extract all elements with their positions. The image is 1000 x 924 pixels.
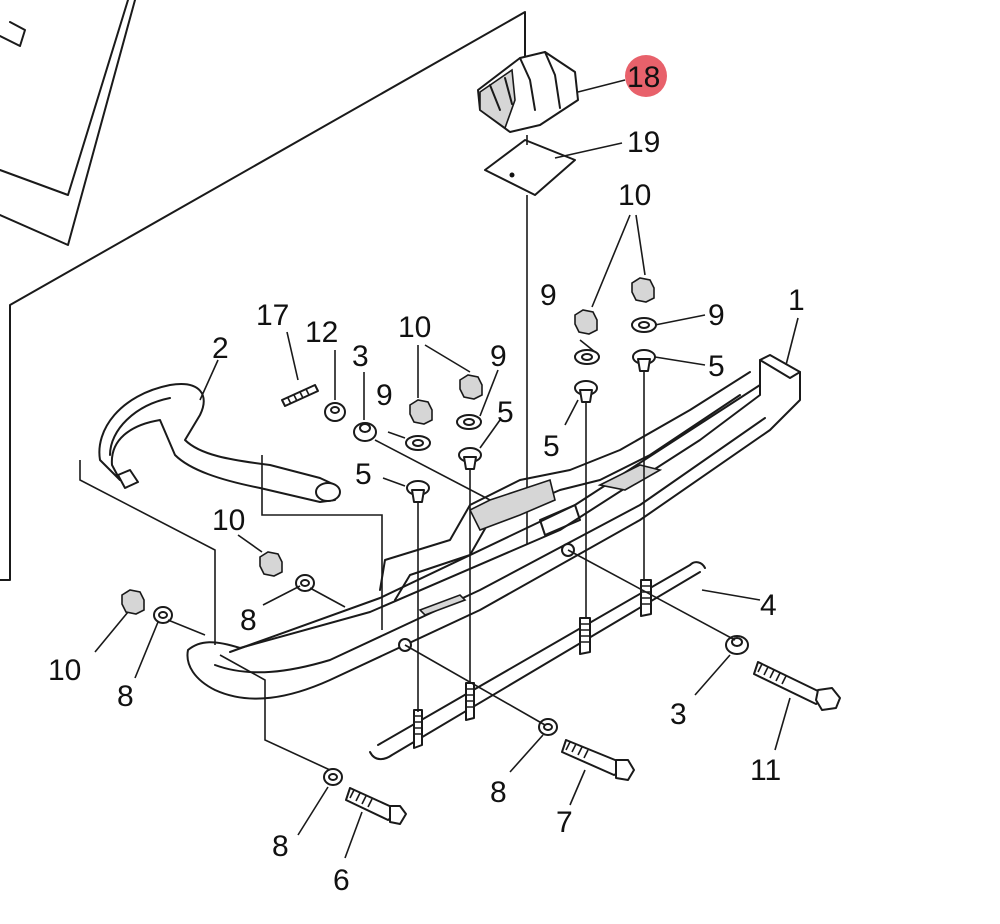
label-7: 7 — [556, 806, 573, 839]
part-1-ski — [186, 354, 801, 700]
part-17-pin — [281, 384, 319, 407]
label-2: 2 — [212, 332, 229, 365]
label-9: 9 — [708, 299, 725, 332]
part-8-washers — [153, 574, 558, 786]
label-12: 12 — [305, 316, 338, 349]
leader-lines — [94, 79, 799, 859]
lead-lines-vertical — [417, 371, 645, 712]
part-12-bushing — [324, 402, 346, 422]
frame-lines — [0, 0, 526, 581]
label-18: 18 — [627, 61, 660, 94]
part-10-nuts — [121, 277, 655, 615]
label-17: 17 — [256, 299, 289, 332]
label-8: 8 — [272, 830, 289, 863]
label-10: 10 — [48, 654, 81, 687]
connection-lines — [79, 439, 736, 771]
callout-labels: 18 19 10 9 9 1 5 17 12 10 9 2 3 9 5 5 5 … — [48, 61, 805, 897]
label-8: 8 — [490, 776, 507, 809]
label-9: 9 — [490, 340, 507, 373]
label-5: 5 — [355, 458, 372, 491]
label-8: 8 — [240, 604, 257, 637]
part-11-bolt — [753, 661, 841, 711]
label-9: 9 — [376, 379, 393, 412]
part-5-bolts — [406, 349, 656, 503]
label-3: 3 — [670, 698, 687, 731]
label-5: 5 — [497, 396, 514, 429]
label-10: 10 — [618, 179, 651, 212]
part-2-handle — [98, 383, 341, 503]
part-6-bolt — [345, 787, 407, 825]
label-9: 9 — [540, 279, 557, 312]
part-9-washers — [405, 317, 657, 451]
label-10: 10 — [398, 311, 431, 344]
label-5: 5 — [543, 430, 560, 463]
label-11: 11 — [750, 754, 781, 787]
highlight-marker-18 — [625, 55, 667, 97]
part-7-bolt — [561, 739, 635, 781]
label-10: 10 — [212, 504, 245, 537]
label-19: 19 — [627, 126, 660, 159]
label-5: 5 — [708, 350, 725, 383]
label-3: 3 — [352, 340, 369, 373]
part-19-plate — [484, 139, 576, 196]
part-3-collar-upper — [353, 422, 377, 442]
label-1: 1 — [788, 284, 805, 317]
part-18-bumper — [477, 51, 579, 133]
label-4: 4 — [760, 589, 777, 622]
label-8: 8 — [117, 680, 134, 713]
part-4-runner — [369, 561, 706, 761]
part-3-collar-lower — [725, 635, 749, 655]
label-6: 6 — [333, 864, 350, 897]
